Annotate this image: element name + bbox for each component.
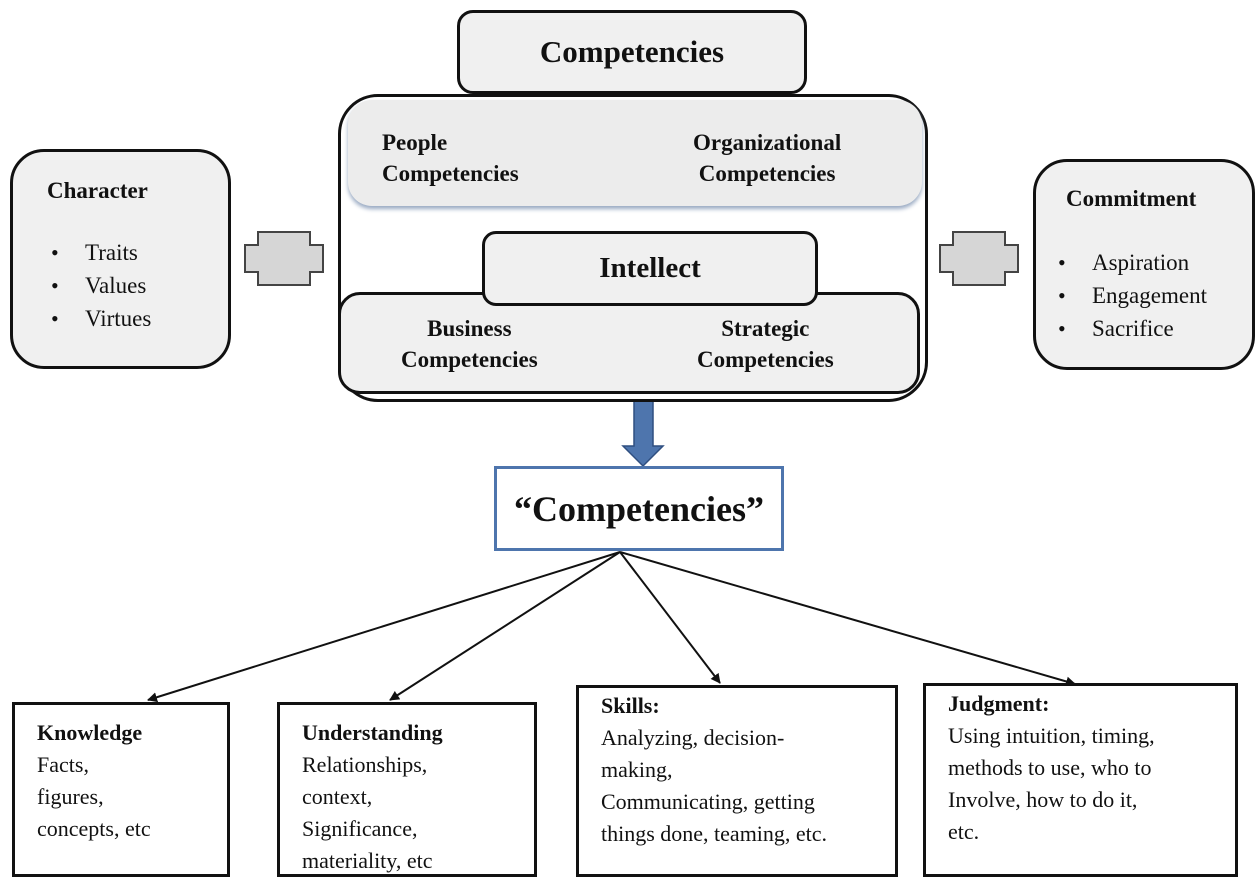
skills-line: things done, teaming, etc.	[601, 821, 828, 846]
skills-line: making,	[601, 757, 673, 782]
understanding-line: materiality, etc	[302, 848, 433, 873]
character-item: Traits	[47, 236, 151, 269]
knowledge-heading: Knowledge	[37, 720, 143, 745]
knowledge-line: Facts,	[37, 752, 89, 777]
commitment-box: Commitment Aspiration Engagement Sacrifi…	[1033, 159, 1255, 370]
understanding-box: Understanding Relationships, context, Si…	[277, 702, 537, 877]
character-title: Character	[47, 178, 148, 203]
commitment-item: Aspiration	[1054, 246, 1254, 279]
commitment-list: Aspiration Engagement Sacrifice	[1054, 246, 1254, 345]
judgment-heading: Judgment:	[948, 691, 1050, 716]
judgment-line: etc.	[948, 819, 980, 844]
down-arrow-icon	[621, 398, 665, 468]
understanding-line: context,	[302, 784, 373, 809]
arrow-to-knowledge	[147, 551, 621, 703]
character-item: Values	[47, 269, 151, 302]
arrow-to-judgment	[619, 551, 1076, 687]
understanding-line: Relationships,	[302, 752, 428, 777]
competencies-result-label: “Competencies”	[514, 488, 764, 529]
understanding-heading: Understanding	[302, 720, 443, 745]
left-connector-icon	[244, 231, 324, 286]
skills-heading: Skills:	[601, 693, 660, 718]
understanding-line: Significance,	[302, 816, 418, 841]
right-connector-icon	[939, 231, 1019, 286]
lower-competencies-panel	[338, 292, 920, 394]
judgment-line: Involve, how to do it,	[948, 787, 1138, 812]
commitment-item: Sacrifice	[1054, 312, 1254, 345]
strategic-competencies-label: Strategic Competencies	[697, 316, 834, 372]
judgment-box: Judgment: Using intuition, timing, metho…	[923, 683, 1238, 877]
character-box: Character Traits Values Virtues	[10, 149, 231, 369]
character-item: Virtues	[47, 302, 151, 335]
business-competencies-label: Business Competencies	[401, 316, 538, 372]
organizational-competencies-label: Organizational Competencies	[693, 130, 842, 186]
knowledge-box: Knowledge Facts, figures, concepts, etc	[12, 702, 230, 877]
arrow-to-understanding	[389, 551, 621, 701]
arrow-to-skills	[619, 551, 721, 684]
upper-competencies-panel	[348, 100, 922, 206]
commitment-item: Engagement	[1054, 279, 1254, 312]
competencies-title: Competencies	[539, 34, 725, 69]
knowledge-line: figures,	[37, 784, 104, 809]
people-competencies-label: People Competencies	[382, 130, 519, 186]
skills-box: Skills: Analyzing, decision- making, Com…	[576, 685, 898, 877]
judgment-line: Using intuition, timing,	[948, 723, 1155, 748]
commitment-title: Commitment	[1066, 186, 1197, 211]
skills-line: Communicating, getting	[601, 789, 815, 814]
competencies-title-box: Competencies	[457, 10, 807, 94]
intellect-label: Intellect	[599, 252, 701, 284]
skills-line: Analyzing, decision-	[601, 725, 785, 750]
judgment-line: methods to use, who to	[948, 755, 1152, 780]
competencies-result-box: “Competencies”	[494, 466, 784, 551]
intellect-box: Intellect	[482, 231, 818, 306]
knowledge-line: concepts, etc	[37, 816, 151, 841]
character-list: Traits Values Virtues	[47, 236, 151, 335]
